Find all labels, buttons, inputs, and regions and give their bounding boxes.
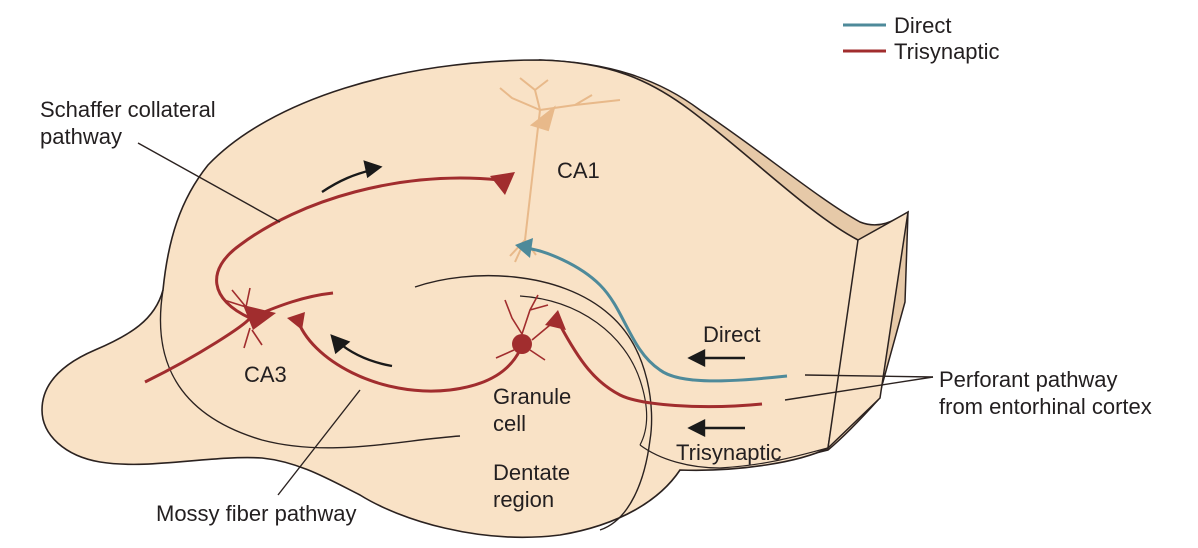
dentate-label-line2: region	[493, 487, 555, 512]
ca1-label: CA1	[557, 158, 600, 183]
schaffer-label-line2: pathway	[40, 124, 122, 149]
granule-terminal-triangle	[545, 310, 566, 330]
dentate-outer-contour	[414, 274, 653, 531]
leader-lines	[137, 142, 934, 496]
granule-label-line2: cell	[493, 411, 527, 436]
legend-trisynaptic-label: Trisynaptic	[894, 39, 1000, 64]
granule-label-line1: Granule	[493, 384, 572, 409]
slice-front-panel	[826, 210, 909, 451]
ca3-pyramidal-cell	[243, 305, 276, 330]
perforant-label-line1: Perforant pathway	[939, 367, 1118, 392]
direct-terminal-triangle	[515, 238, 533, 258]
granule-cell-body	[512, 334, 532, 354]
ca3-label: CA3	[244, 362, 287, 387]
mossy-fiber-label: Mossy fiber pathway	[156, 501, 357, 526]
flow-arrows	[321, 160, 745, 437]
hippocampal-fissure-contour	[159, 289, 461, 449]
slice-main-body	[41, 59, 859, 539]
dentate-label-line1: Dentate	[493, 460, 571, 485]
ca3-dendrites	[223, 287, 263, 349]
granule-cell-dendrites	[495, 294, 551, 361]
direct-pathway	[524, 246, 788, 383]
direct-path-label: Direct	[703, 322, 761, 347]
schaffer-label-line1: Schaffer collateral	[40, 97, 216, 122]
ca3-terminal-triangle	[287, 312, 305, 330]
legend-direct-label: Direct	[894, 13, 952, 38]
ca1-neuron	[499, 77, 621, 263]
trisynaptic-path-label: Trisynaptic	[676, 440, 782, 465]
entorhinal-edge-contour	[639, 444, 829, 469]
perforant-label-line2: from entorhinal cortex	[939, 394, 1152, 419]
ca1-terminal-triangle	[490, 172, 515, 195]
dentate-inner-contour	[519, 295, 648, 446]
